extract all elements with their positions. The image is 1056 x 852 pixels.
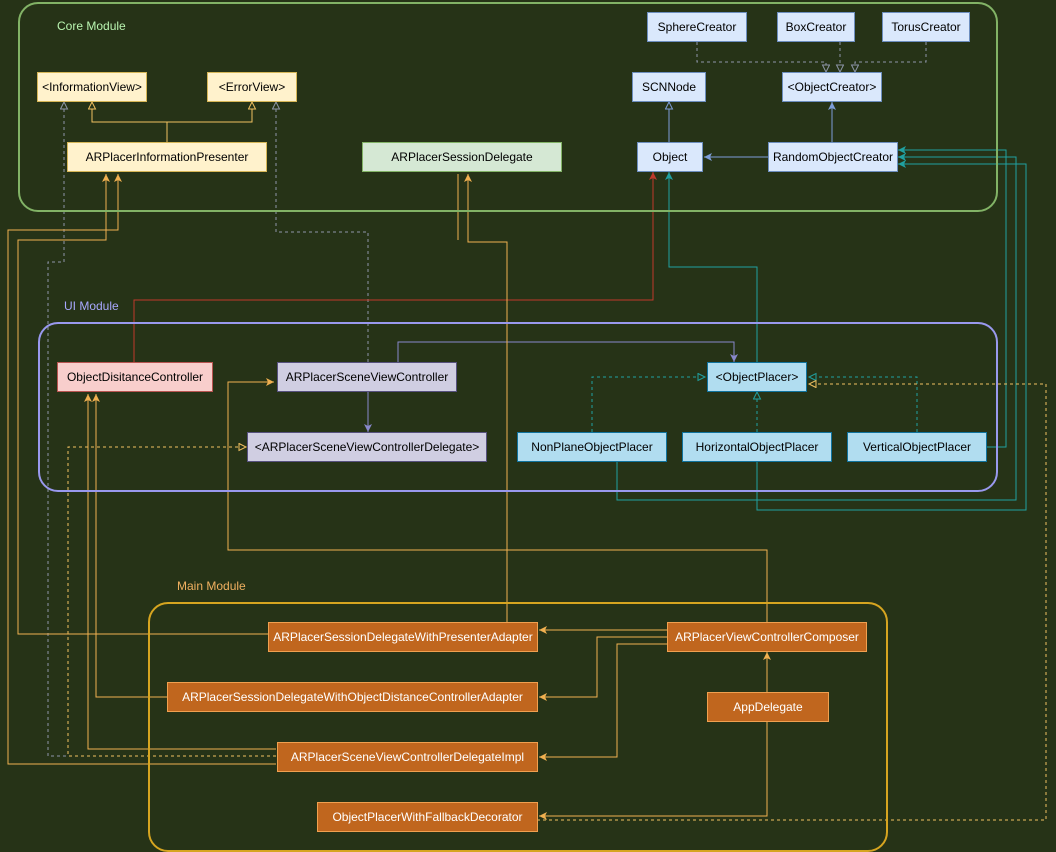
ui-module xyxy=(38,322,998,492)
edge-composer-creates-scene-vc xyxy=(227,378,768,622)
edge-composer-creates-delegate-impl xyxy=(539,643,667,761)
edge-presenter-realizes-error-view xyxy=(167,102,252,123)
core-module xyxy=(18,2,998,212)
information-presenter-node[interactable]: ARPlacerInformationPresenter xyxy=(67,142,267,172)
edge-app-delegate-creates-fallback xyxy=(539,722,768,820)
session-delegate-distance-adapter-node[interactable]: ARPlacerSessionDelegateWithObjectDistanc… xyxy=(167,682,538,712)
edge-horizontal-uses-object xyxy=(665,172,758,362)
scene-view-controller-delegate-node[interactable]: <ARPlacerSceneViewControllerDelegate> xyxy=(247,432,487,462)
non-plane-object-placer-node[interactable]: NonPlaneObjectPlacer xyxy=(517,432,667,462)
edge-delegate-impl-uses-distance-controller xyxy=(84,394,276,750)
edge-composer-creates-distance-adapter xyxy=(539,636,667,701)
object-distance-controller-node[interactable]: ObjectDisitanceController xyxy=(57,362,213,392)
scene-view-controller-delegate-impl-node[interactable]: ARPlacerSceneViewControllerDelegateImpl xyxy=(277,742,538,772)
session-delegate-presenter-adapter-node[interactable]: ARPlacerSessionDelegateWithPresenterAdap… xyxy=(268,622,538,652)
core-module-label: Core Module xyxy=(57,19,126,33)
object-placer-fallback-decorator-node[interactable]: ObjectPlacerWithFallbackDecorator xyxy=(317,802,538,832)
box-creator-node[interactable]: BoxCreator xyxy=(777,12,855,42)
app-delegate-node[interactable]: AppDelegate xyxy=(707,692,829,722)
horizontal-object-placer-node[interactable]: HorizontalObjectPlacer xyxy=(682,432,832,462)
edge-presenter-realizes-information-view xyxy=(92,102,168,142)
object-placer-node[interactable]: <ObjectPlacer> xyxy=(707,362,807,392)
edge-nonplane-uses-random-creator xyxy=(616,153,1017,501)
session-delegate-node[interactable]: ARPlacerSessionDelegate xyxy=(362,142,562,172)
edge-fallback-realizes-placer xyxy=(537,384,1047,821)
object-creator-node[interactable]: <ObjectCreator> xyxy=(782,72,882,102)
vertical-object-placer-node[interactable]: VerticalObjectPlacer xyxy=(847,432,987,462)
edge-delegate-impl-realizes-delegate xyxy=(67,447,276,757)
object-node[interactable]: Object xyxy=(637,142,703,172)
edge-distance-controller-uses-object xyxy=(133,172,657,362)
main-module xyxy=(148,602,888,852)
sphere-creator-node[interactable]: SphereCreator xyxy=(647,12,747,42)
edge-scene-vc-uses-object-placer xyxy=(397,341,738,362)
scn-node-node[interactable]: SCNNode xyxy=(632,72,706,102)
edge-sphere-creator-realizes xyxy=(696,42,826,72)
main-module-label: Main Module xyxy=(177,579,246,593)
edge-torus-creator-realizes xyxy=(855,42,927,72)
edge-presenter-adapter-realizes-session-delegate xyxy=(464,174,508,622)
scene-view-controller-node[interactable]: ARPlacerSceneViewController xyxy=(277,362,457,392)
view-controller-composer-node[interactable]: ARPlacerViewControllerComposer xyxy=(667,622,867,652)
random-object-creator-node[interactable]: RandomObjectCreator xyxy=(768,142,898,172)
torus-creator-node[interactable]: TorusCreator xyxy=(882,12,970,42)
error-view-node[interactable]: <ErrorView> xyxy=(207,72,297,102)
edge-nonplane-realizes-placer xyxy=(591,377,705,432)
ui-module-label: UI Module xyxy=(64,299,119,313)
edge-presenter-adapter-uses-presenter xyxy=(17,174,268,635)
edge-distance-adapter-uses-distance-controller xyxy=(92,394,168,698)
edge-horizontal-uses-random-creator xyxy=(756,160,1027,511)
edge-vertical-realizes-placer xyxy=(809,377,918,432)
information-view-node[interactable]: <InformationView> xyxy=(37,72,147,102)
